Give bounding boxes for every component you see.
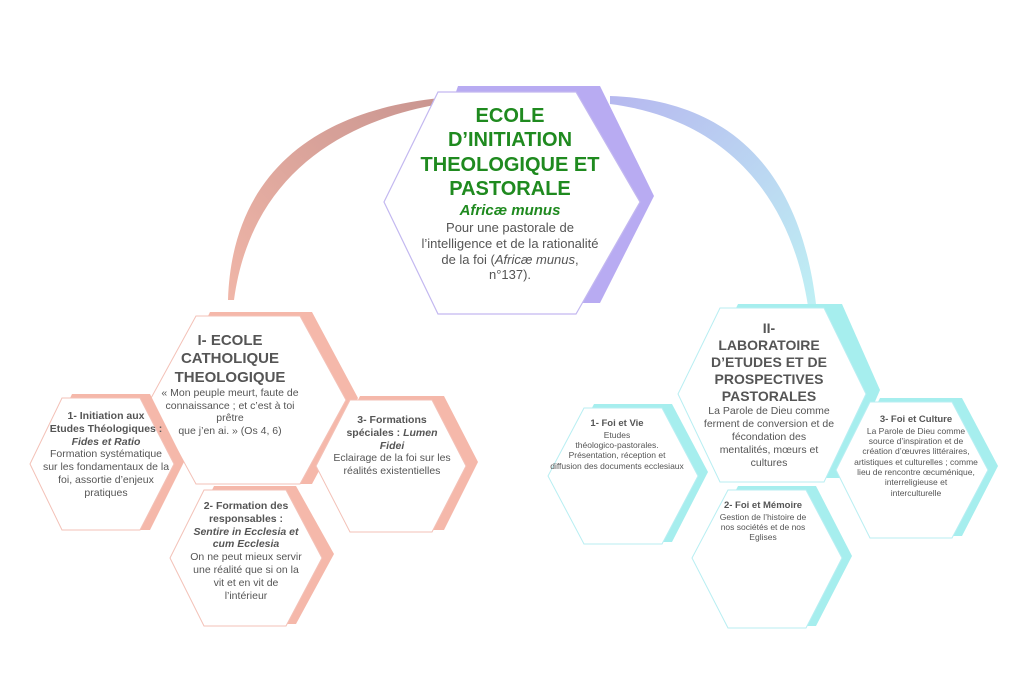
s1-item-2-title-line-2: responsables : (208, 512, 284, 525)
s2-item-3-body-line-1: La Parole de Dieu comme (866, 425, 966, 436)
center-text: ECOLE D’INITIATION THEOLOGIQUE ET PASTOR… (405, 104, 615, 283)
section-2-item-1-hexagon (547, 404, 708, 545)
s2-item-3-body-line-2: source d’inspiration et de (868, 435, 964, 446)
s1-item-2-subtitle-line-1: Sentire in Ecclesia et (193, 525, 299, 538)
center-body-line-2: l’intelligence et de la rationalité (421, 235, 599, 251)
section-2-item-3-text: 3- Foi et Culture La Parole de Dieu comm… (842, 414, 990, 498)
s1-item-1-body-line-1: Formation systématique (49, 448, 163, 461)
s1-item-3-title-line-2a: spéciales : (346, 426, 404, 439)
s1-item-3-title-line-3: Fidei (379, 439, 405, 452)
s1-item-3-body-line-1: Eclairage de la foi sur les (333, 452, 451, 465)
s1-item-2-body-line-1: On ne peut mieux servir (190, 551, 302, 564)
section-1-item-3-hexagon (315, 396, 478, 533)
s2-item-3-body-line-6: interreligieuse et (884, 477, 948, 488)
arc-left-connector (228, 98, 440, 300)
s2-item-3-body-line-4: artistiques et culturelles ; comme (854, 456, 978, 467)
center-body-line-3a: de la foi ( (441, 251, 495, 267)
s1-item-3-body-line-2: réalités existentielles (343, 465, 441, 478)
section-1-title-line-1: I- ECOLE (197, 332, 263, 349)
section-1-body-line-2: connaissance ; et c’est à toi prêtre (165, 399, 295, 425)
s1-item-2-body-line-2: une réalité que si on la (193, 563, 299, 576)
section-1-body-line-3: que j’en ai. » (Os 4, 6) (178, 425, 282, 438)
center-title-line-3: THEOLOGIQUE ET (420, 153, 600, 176)
section-2-item-2-hexagon (691, 486, 852, 629)
section-1-item-2-text: 2- Formation des responsables : Sentire … (186, 500, 306, 602)
s1-item-1-title-line-2: Etudes Théologiques : (49, 422, 163, 435)
s1-item-3-title-line-2b: Lumen (403, 426, 438, 439)
center-title-line-1: ECOLE (475, 105, 545, 127)
s2-item-1-body-line-3: Présentation, réception et (568, 450, 666, 461)
section-1-item-1-text: 1- Initiation aux Etudes Théologiques : … (40, 410, 172, 500)
center-body-line-3b: Africæ munus (494, 251, 576, 267)
center-body-line-4: n°137). (488, 267, 532, 283)
s1-item-1-body-line-2: sur les fondamentaux de la (42, 461, 170, 474)
center-hexagon-body (383, 91, 641, 315)
s1-item-1-body-line-4: pratiques (84, 486, 128, 499)
section-2-body-line-5: cultures (750, 456, 788, 469)
center-body-line-1: Pour une pastorale de (446, 219, 574, 235)
s2-item-3-body-line-5: lieu de rencontre œcuménique, (857, 467, 975, 478)
s2-item-1-body-line-4: diffusion des documents ecclesiaux (550, 460, 684, 471)
section-1-item-1-hexagon (29, 394, 184, 531)
s1-item-2-title-line-1: 2- Formation des (203, 500, 289, 512)
s2-item-2-body-line-1: Gestion de l’histoire de (719, 511, 807, 522)
section-1-body-line-1: « Mon peuple meurt, faute de (161, 386, 299, 399)
section-1-item-3-text: 3- Formations spéciales : Lumen Fidei Ec… (324, 414, 460, 478)
section-2-body-line-4: mentalités, mœurs et (719, 443, 819, 456)
s2-item-2-title: 2- Foi et Mémoire (723, 500, 803, 511)
section-2-item-2-text: 2- Foi et Mémoire Gestion de l’histoire … (704, 500, 822, 543)
section-1-item-2-hexagon (169, 486, 334, 627)
s1-item-3-title-line-1: 3- Formations (357, 414, 427, 426)
section-1-main-text: I- ECOLE CATHOLIQUE THEOLOGIQUE « Mon pe… (156, 332, 304, 438)
s2-item-1-body-line-1: Etudes (603, 429, 631, 440)
s2-item-1-body-line-2: théologico-pastorales. (575, 439, 659, 450)
s2-item-3-body-line-3: création d’œuvres littéraires, (862, 446, 970, 457)
s2-item-2-body-line-2: nos sociétés et de nos (720, 521, 806, 532)
section-2-main-hexagon (677, 304, 880, 483)
center-title-line-4: PASTORALE (449, 178, 571, 201)
section-2-body-line-1: La Parole de Dieu comme (708, 405, 830, 418)
section-2-body-line-3: fécondation des (731, 430, 807, 443)
s1-item-1-title-line-1: 1- Initiation aux (67, 410, 145, 422)
section-2-title-line-2: LABORATOIRE (718, 337, 820, 354)
section-1-title-line-3: THEOLOGIQUE (174, 368, 286, 386)
s1-item-1-subtitle: Fides et Ratio (71, 435, 141, 448)
section-2-title-line-1: II- (762, 320, 776, 336)
s1-item-2-subtitle-line-2: cum Ecclesia (212, 538, 280, 551)
center-hexagon (383, 86, 654, 315)
s1-item-1-body-line-3: foi, assortie d’enjeux (58, 473, 154, 486)
section-2-main-text: II- LABORATOIRE D’ETUDES ET DE PROSPECTI… (694, 320, 844, 469)
center-title-line-2: D’INITIATION (447, 129, 573, 152)
center-body-line-3c: , (575, 251, 579, 267)
s2-item-2-body-line-3: Eglises (749, 532, 777, 543)
center-subtitle: Africæ munus (459, 201, 561, 219)
s1-item-2-body-line-3: vit et en vit de (213, 576, 279, 589)
section-1-main-hexagon (149, 312, 358, 485)
section-2-title-line-4: PROSPECTIVES (714, 371, 824, 388)
s2-item-1-title: 1- Foi et Vie (590, 418, 644, 429)
s1-item-3-title-line-2: spéciales : Lumen (324, 427, 460, 440)
center-body-line-3: de la foi (Africæ munus, (405, 252, 615, 268)
s2-item-3-title: 3- Foi et Culture (879, 414, 953, 425)
s1-item-2-body-line-4: l’intérieur (224, 589, 268, 602)
section-2-body-line-2: ferment de conversion et de (703, 418, 835, 431)
section-2-item-1-text: 1- Foi et Vie Etudes théologico-pastoral… (548, 418, 686, 471)
section-2-title-line-3: D’ETUDES ET DE (711, 354, 827, 371)
section-2-item-3-hexagon (835, 398, 998, 539)
arc-right-connector (610, 96, 816, 306)
section-1-title-line-2: CATHOLIQUE (180, 350, 280, 368)
section-2-title-line-5: PASTORALES (721, 388, 817, 405)
s2-item-3-body-line-7: interculturelle (890, 487, 942, 498)
